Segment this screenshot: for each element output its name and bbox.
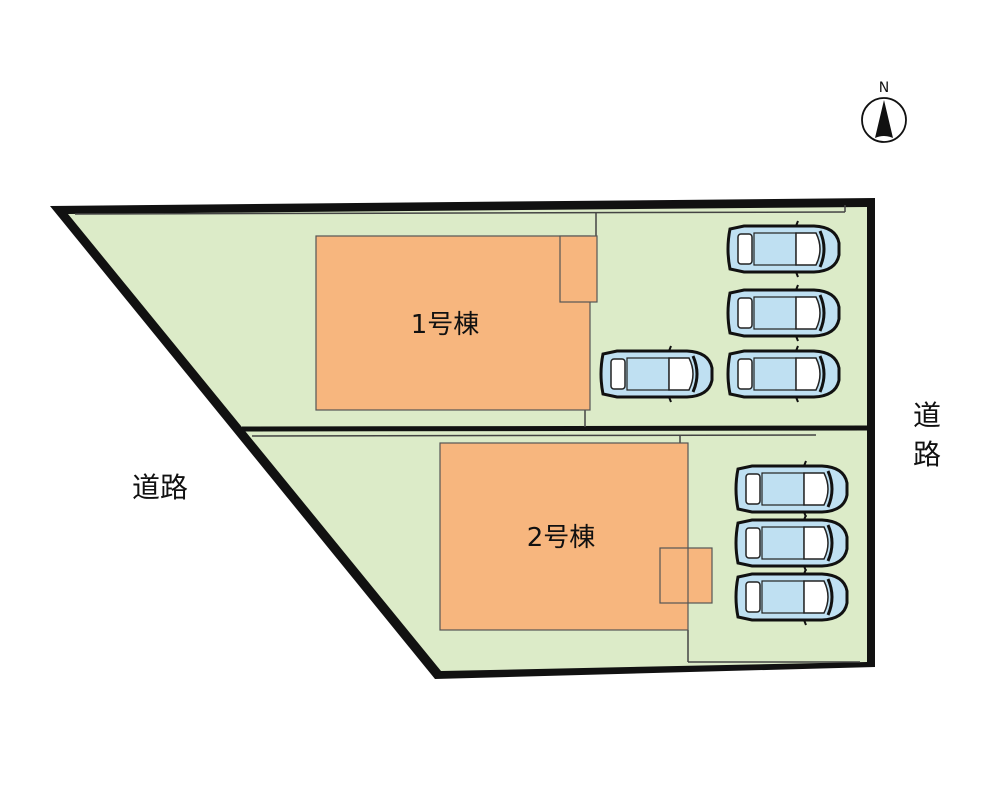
building-2-entrance: [659, 547, 713, 604]
compass-label: N: [879, 80, 889, 96]
building-2-label: 2号棟: [527, 523, 596, 553]
road-label-east-2: 路: [913, 438, 941, 471]
car-lot1-4: [599, 344, 714, 404]
car-lot1-3: [726, 344, 841, 404]
building-1: [315, 235, 591, 411]
building-1-entrance: [559, 235, 598, 303]
fence-lines: [74, 205, 860, 663]
lot-divider: [241, 425, 869, 432]
north-arrow-icon: [861, 97, 907, 143]
car-lot2-2: [734, 513, 849, 573]
car-lot1-2: [726, 283, 841, 343]
building-1-label: 1号棟: [411, 310, 480, 340]
building-2: [439, 442, 689, 631]
road-label-west: 道路: [132, 471, 188, 504]
car-lot2-1: [734, 459, 849, 519]
car-lot2-3: [734, 567, 849, 627]
car-lot1-1: [726, 219, 841, 279]
road-label-east-1: 道: [913, 399, 941, 432]
